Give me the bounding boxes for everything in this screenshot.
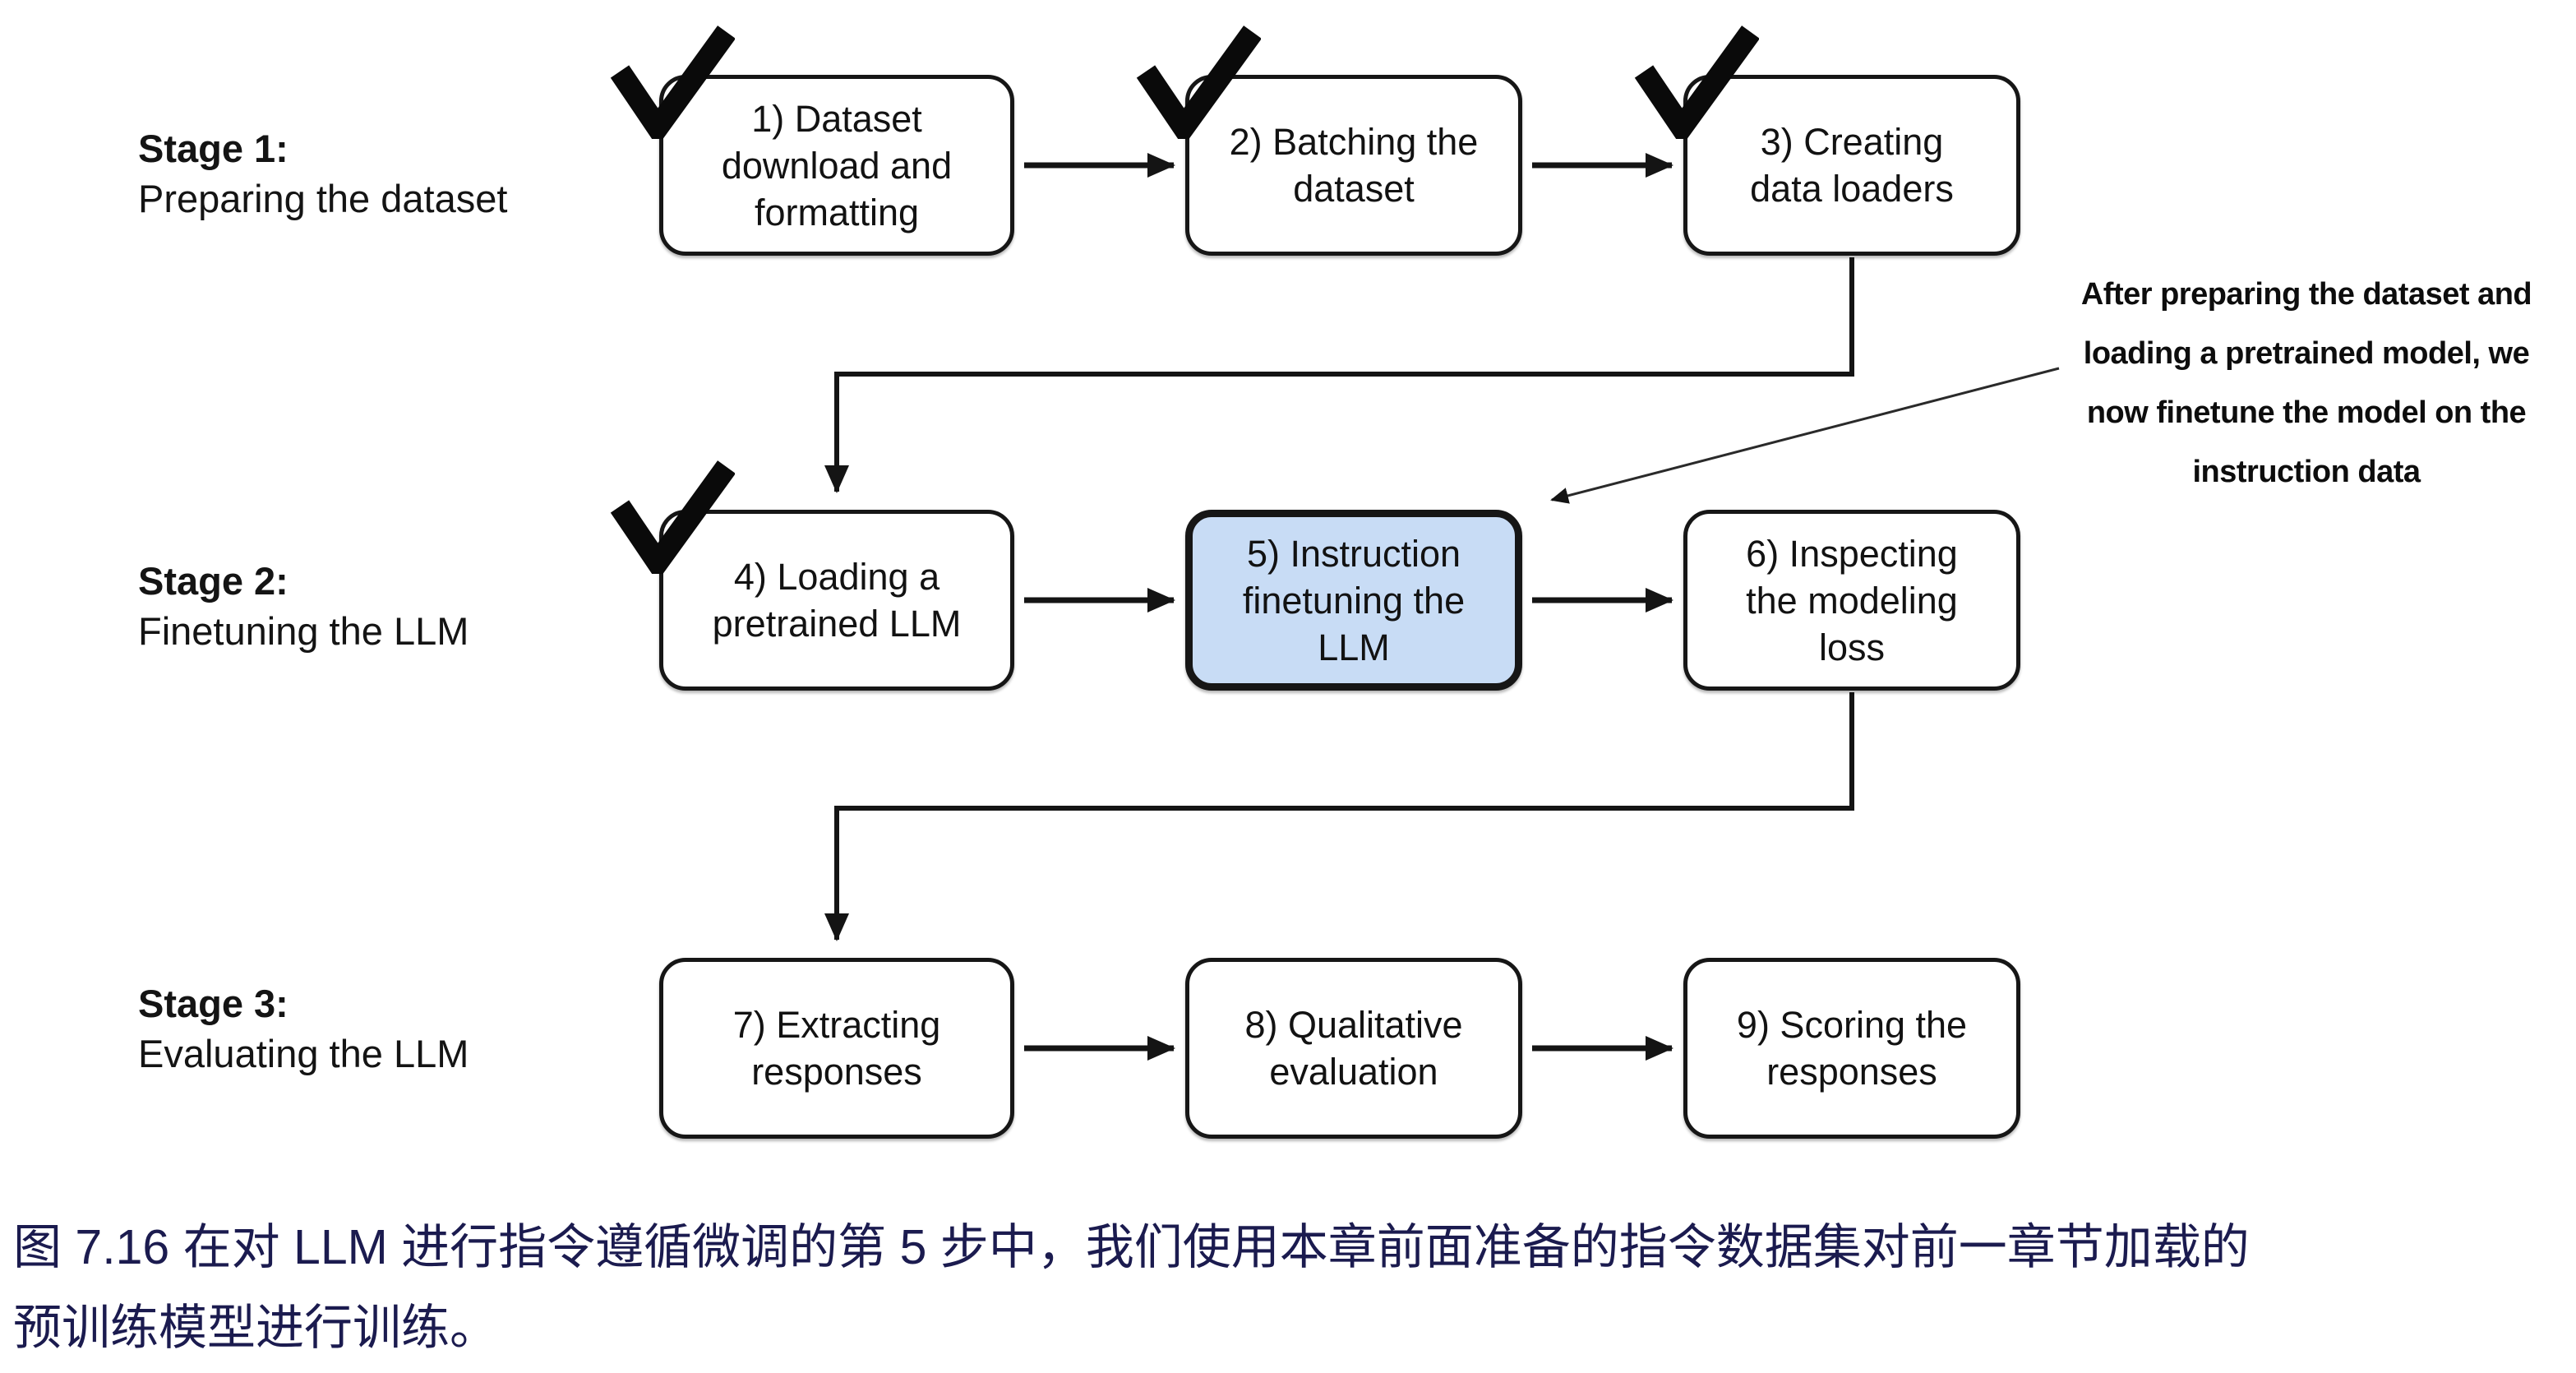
step-box-5-highlighted: 5) Instruction finetuning the LLM [1185, 510, 1522, 691]
step-box-9-text: 9) Scoring the [1736, 1004, 1968, 1046]
step-box-6: 6) Inspecting the modeling loss [1683, 510, 2020, 691]
checkmark-icon [610, 460, 735, 574]
step-box-8: 8) Qualitative evaluation [1185, 958, 1522, 1139]
step-box-5-text: 5) Instruction [1246, 532, 1461, 575]
step-box-2: 2) Batching the dataset [1185, 75, 1522, 256]
annotation-line: instruction data [2192, 455, 2421, 489]
stage-3-label: Stage 3: Evaluating the LLM [138, 978, 469, 1079]
checkmark-icon [610, 25, 735, 139]
step-box-6-text: 6) Inspecting [1746, 532, 1958, 575]
step-box-9: 9) Scoring the responses [1683, 958, 2020, 1139]
figure-caption-line-1: 图 7.16 在对 LLM 进行指令遵循微调的第 5 步中，我们使用本章前面准备… [13, 1220, 2250, 1274]
step-box-1-text: 1) Dataset [751, 97, 922, 140]
stage-1-label: Stage 1: Preparing the dataset [138, 123, 507, 224]
step-box-8-text: 8) Qualitative [1244, 1004, 1463, 1046]
stage-2-subtitle: Finetuning the LLM [138, 609, 469, 653]
stage-2-title: Stage 2: [138, 559, 289, 603]
figure-caption: 图 7.16 在对 LLM 进行指令遵循微调的第 5 步中，我们使用本章前面准备… [13, 1207, 2569, 1368]
stage-1-title: Stage 1: [138, 127, 289, 170]
figure-caption-line-2: 预训练模型进行训练。 [13, 1301, 499, 1355]
step-box-2-text: 2) Batching the [1229, 121, 1479, 163]
stage-3-subtitle: Evaluating the LLM [138, 1032, 469, 1075]
elbow-step6-to-step7 [824, 692, 1854, 941]
elbow-step3-to-step4 [824, 257, 1854, 493]
checkmark-icon [1136, 25, 1261, 139]
annotation-line: loading a pretrained model, we [2083, 336, 2530, 371]
annotation-pointer-arrow [1550, 367, 2060, 504]
annotation-line: now finetune the model on the [2086, 395, 2527, 430]
step-box-7: 7) Extracting responses [659, 958, 1014, 1139]
step-box-3: 3) Creating data loaders [1683, 75, 2020, 256]
stage-2-label: Stage 2: Finetuning the LLM [138, 556, 469, 656]
step-box-4: 4) Loading a pretrained LLM [659, 510, 1014, 691]
annotation-line: After preparing the dataset and [2080, 277, 2532, 312]
step-box-1: 1) Dataset download and formatting [659, 75, 1014, 256]
stage-3-title: Stage 3: [138, 982, 289, 1025]
stage-1-subtitle: Preparing the dataset [138, 177, 508, 220]
step-box-3-text: 3) Creating [1760, 121, 1944, 163]
step-box-7-text: 7) Extracting [732, 1004, 941, 1046]
checkmark-icon [1634, 25, 1759, 139]
step-box-4-text: 4) Loading a [733, 556, 940, 598]
annotation-note: After preparing the dataset and loading … [2037, 265, 2576, 502]
